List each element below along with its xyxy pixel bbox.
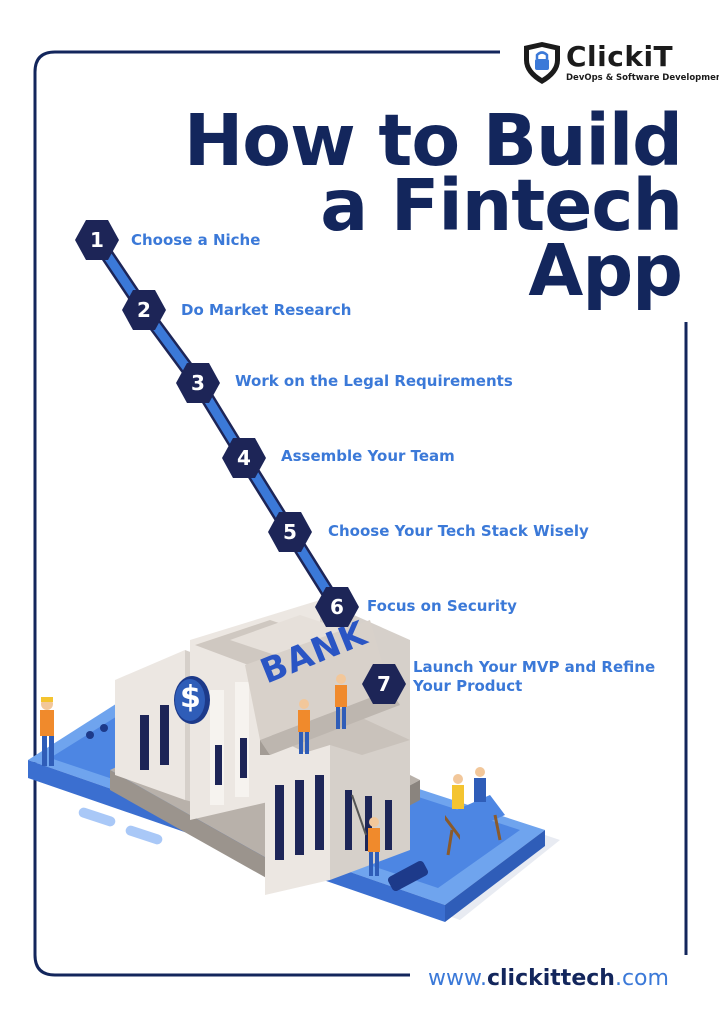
brand-tagline: DevOps & Software Development: [566, 73, 719, 83]
step-6-label: Focus on Security: [367, 597, 517, 615]
step-1-hexagon: [75, 220, 119, 260]
step-7-label-line-1: Launch Your MVP and Refine: [413, 658, 656, 676]
url-prefix: www.: [428, 966, 487, 991]
step-2-hexagon: [122, 290, 166, 330]
step-5-number: 5: [283, 520, 297, 544]
url-domain: clickittech: [486, 966, 615, 991]
step-6-hexagon: [315, 587, 359, 627]
step-2-number: 2: [137, 298, 151, 322]
url-suffix: .com: [614, 966, 669, 991]
title-line-3: App: [528, 229, 683, 312]
step-7-hexagon: [362, 664, 406, 704]
step-4-label: Assemble Your Team: [281, 447, 455, 465]
title-line-2: a Fintech: [320, 164, 683, 247]
step-1-label: Choose a Niche: [131, 231, 261, 249]
step-3-hexagon: [176, 363, 220, 403]
brand-name: ClickiT: [566, 40, 674, 73]
step-5-hexagon: [268, 512, 312, 552]
step-1-number: 1: [90, 228, 104, 252]
step-4-number: 4: [237, 446, 251, 470]
shield-lock-icon: [524, 42, 560, 84]
step-7-number: 7: [377, 672, 391, 696]
brand-logo[interactable]: ClickiT DevOps & Software Development: [520, 40, 719, 88]
step-4-hexagon: [222, 438, 266, 478]
page-title: How to Build a Fintech App: [182, 99, 683, 312]
title-line-1: How to Build: [183, 99, 683, 182]
dollar-sign: $: [180, 680, 201, 715]
website-link[interactable]: www.clickittech.com: [428, 966, 669, 991]
step-7-label-line-2: Your Product: [413, 677, 523, 695]
step-3-number: 3: [191, 371, 205, 395]
step-6-number: 6: [330, 595, 344, 619]
bank-illustration: [28, 600, 560, 922]
step-3-label: Work on the Legal Requirements: [235, 372, 513, 390]
step-5-label: Choose Your Tech Stack Wisely: [328, 522, 589, 540]
step-2-label: Do Market Research: [181, 301, 352, 319]
